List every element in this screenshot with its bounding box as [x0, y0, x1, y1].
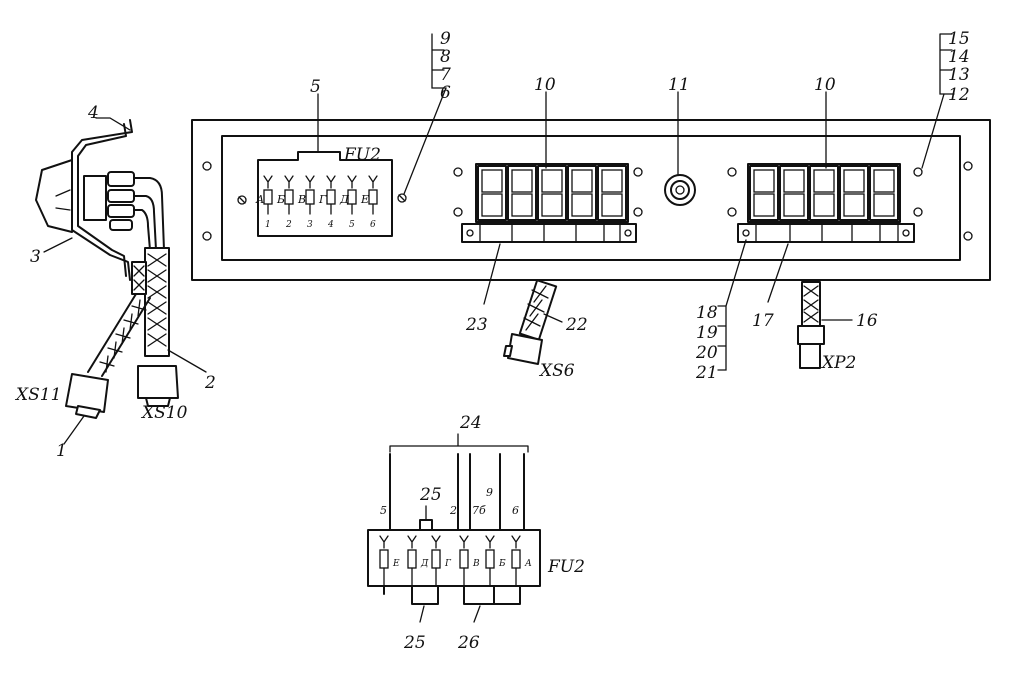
indicator-group-right [727, 163, 923, 243]
fuse-row [263, 175, 378, 215]
callout-14: 14 [948, 47, 970, 67]
callout-16: 16 [856, 311, 878, 331]
callout-24: 24 [459, 413, 482, 433]
connector-xs11: XS11 [14, 385, 61, 405]
main-panel: А Б В Г Д Е 1 2 3 4 5 6 FU2 [191, 33, 991, 371]
fuse-number-3: 3 [307, 220, 313, 230]
connector-xs6: XS6 [538, 361, 575, 381]
fuse-number-2: 2 [285, 220, 292, 230]
detail-fuse-letter-v: В [472, 559, 480, 569]
callout-21: 21 [695, 363, 718, 383]
callout-7: 7 [440, 65, 451, 85]
callout-4: 4 [87, 103, 99, 123]
callout-25-top: 25 [419, 485, 442, 505]
callout-26: 26 [457, 633, 480, 653]
fuse-letter-b: Б [276, 193, 285, 206]
fuse-letter-v: В [297, 193, 306, 206]
connector-xs10: XS10 [140, 403, 188, 423]
fuse-letter-d: Д [339, 193, 350, 206]
connector-xp2: XP2 [820, 353, 856, 373]
callout-20: 20 [695, 343, 718, 363]
cable-xp2 [797, 281, 825, 369]
callout-10-left: 10 [534, 75, 556, 95]
callout-1: 1 [56, 441, 67, 461]
callout-12: 12 [948, 85, 970, 105]
callout-2: 2 [204, 373, 216, 393]
side-view-assembly [35, 117, 207, 445]
wire-label-5: 5 [380, 504, 387, 517]
callout-8: 8 [440, 47, 451, 67]
fuse-number-1: 1 [265, 220, 271, 230]
fuse-number-6: 6 [370, 220, 376, 230]
fuse-letter-e: Е [360, 193, 369, 206]
callout-5: 5 [310, 77, 321, 97]
detail-fuse-letter-e: Е [392, 559, 400, 569]
wire-label-9: 9 [486, 486, 493, 499]
fuse-number-5: 5 [349, 220, 355, 230]
callout-11: 11 [668, 75, 690, 95]
callout-17: 17 [752, 311, 774, 331]
wire-label-2: 2 [449, 504, 457, 517]
callout-10-right: 10 [814, 75, 836, 95]
detail-fuse-letter-b: Б [498, 559, 506, 569]
fuse-block-label: FU2 [343, 145, 381, 165]
callout-19: 19 [696, 323, 718, 343]
callout-15: 15 [948, 29, 970, 49]
fuse-letter-a: А [255, 193, 264, 206]
cable-xs6 [503, 279, 558, 365]
callout-22: 22 [565, 315, 588, 335]
indicator-group-left [453, 163, 643, 243]
callout-18: 18 [696, 303, 718, 323]
detail-fuse-letter-g: Г [444, 559, 452, 569]
center-knob [664, 174, 696, 206]
callout-6: 6 [440, 83, 451, 103]
fuse-number-4: 4 [327, 220, 334, 230]
wire-label-7b: 7б [472, 504, 486, 517]
callout-3: 3 [30, 247, 41, 267]
fuse-letter-g: Г [318, 193, 327, 206]
callout-13: 13 [948, 65, 970, 85]
detail-fuse-letter-d: Д [420, 559, 429, 569]
callout-9: 9 [440, 29, 451, 49]
callout-23: 23 [465, 315, 488, 335]
fuse-detail-label: FU2 [547, 557, 585, 577]
wire-label-6: 6 [512, 504, 519, 517]
callout-25-bottom: 25 [403, 633, 426, 653]
detail-fuse-letter-a: А [524, 559, 532, 569]
fuse-detail [367, 433, 541, 623]
